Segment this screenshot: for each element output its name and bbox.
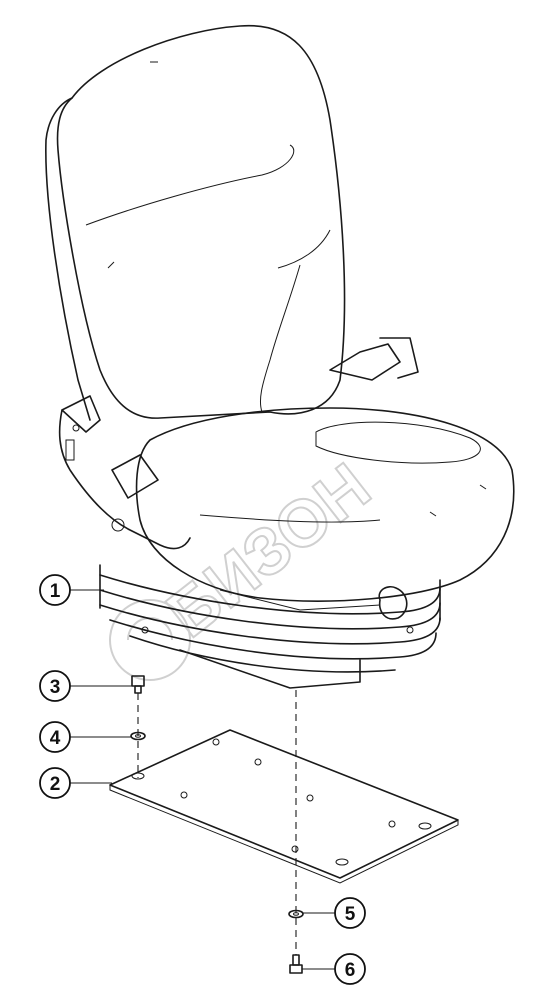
watermark-text: БИЗОН — [153, 448, 383, 651]
callout-5: 5 — [303, 897, 366, 929]
callout-number: 4 — [50, 728, 61, 749]
callout-2: 2 — [39, 767, 112, 799]
callout-number: 1 — [50, 581, 61, 602]
callout-6: 6 — [302, 953, 366, 985]
callout-number: 5 — [345, 904, 356, 925]
side-bracket-and-seatbelt — [58, 337, 419, 550]
callout-number: 3 — [50, 677, 61, 698]
bolt-3 — [131, 675, 145, 778]
seat-backrest — [45, 24, 346, 421]
mounting-plate — [109, 729, 459, 884]
suspension-bellows — [99, 564, 441, 689]
callout-4: 4 — [39, 721, 131, 753]
callout-3: 3 — [39, 670, 132, 702]
callout-1: 1 — [39, 574, 104, 606]
bolt-6 — [289, 954, 303, 974]
callout-number: 2 — [50, 774, 61, 795]
watermark-logo: БИЗОН — [109, 447, 384, 681]
callout-number: 6 — [345, 960, 356, 981]
washer-4 — [130, 731, 146, 741]
